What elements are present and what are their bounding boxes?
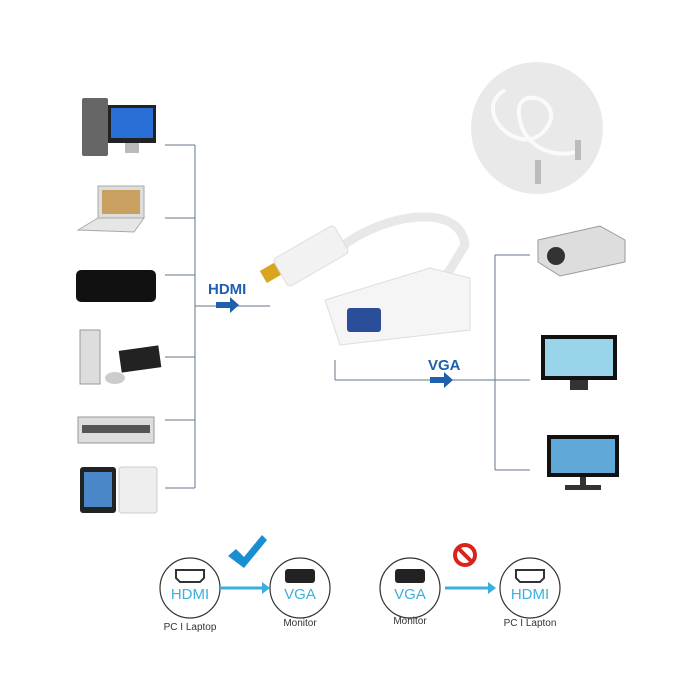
vga-arrow-icon [430, 372, 453, 388]
legend-caption: PC I Laptop [163, 622, 217, 633]
vga-port-icon [395, 569, 425, 583]
source-bracket [165, 144, 270, 489]
hdmi-port-icon [175, 569, 205, 583]
hdmi-port-icon [515, 569, 545, 583]
dvd-player-icon [77, 416, 155, 444]
prohibited-icon [453, 543, 477, 567]
desktop-pc-icon [82, 98, 156, 156]
legend-to-text: HDMI [510, 586, 550, 603]
laptop-icon [76, 185, 145, 233]
legend-from-text: VGA [394, 586, 426, 603]
legend-caption: PC I Lapton [503, 618, 557, 629]
monitor-icon [541, 335, 617, 390]
tablet-icon [80, 466, 158, 514]
vga-label: VGA [428, 357, 461, 374]
projector-icon [537, 225, 626, 277]
legend-to-text: VGA [284, 586, 316, 603]
legend-caption: Monitor [283, 618, 317, 629]
legend-from-text: HDMI [170, 586, 210, 603]
vga-port-icon [285, 569, 315, 583]
media-box-icon [76, 270, 156, 302]
monitor-icon [547, 435, 619, 490]
audio-cable-image [471, 62, 603, 194]
hdmi-to-vga-adapter [259, 212, 471, 346]
hdmi-arrow-icon [216, 297, 239, 313]
game-console-icon [79, 329, 162, 385]
legend-caption: Monitor [393, 616, 427, 627]
hdmi-label: HDMI [208, 281, 247, 298]
checkmark-icon [228, 535, 267, 568]
